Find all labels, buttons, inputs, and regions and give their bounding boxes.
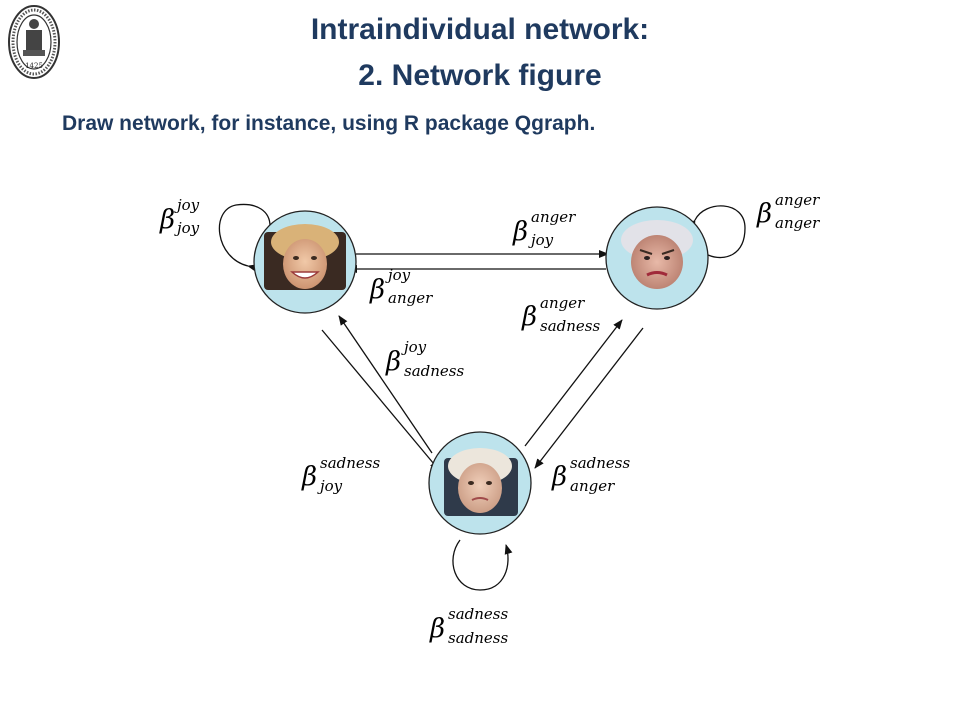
node-joy <box>253 210 357 314</box>
label-beta-joy-anger: β joy anger <box>369 266 433 307</box>
self-loop-sadness <box>452 539 513 591</box>
label-beta-anger-joy: β anger joy <box>512 208 576 249</box>
label-sup: anger <box>540 294 585 312</box>
university-seal-logo: 1425 <box>8 5 60 79</box>
beta-symbol: β <box>512 217 528 247</box>
label-beta-joy-sadness: β joy sadness <box>385 338 464 380</box>
slide-subtitle: Draw network, for instance, using R pack… <box>62 112 596 135</box>
slide-title-line1: Intraindividual network: <box>310 13 650 46</box>
beta-symbol: β <box>159 205 175 235</box>
self-loop-anger <box>687 205 746 259</box>
label-sub: joy <box>317 477 343 495</box>
label-beta-sadness-anger: β sadness anger <box>551 454 630 495</box>
smiling-woman-face-icon <box>264 224 346 290</box>
sad-woman-face-icon <box>444 448 518 516</box>
label-sup: sadness <box>448 605 508 623</box>
label-sub: anger <box>775 214 820 232</box>
edge-sadness-to-joy <box>338 315 433 454</box>
label-beta-anger-anger: β anger anger <box>756 191 820 232</box>
node-sadness <box>428 431 532 535</box>
label-beta-sadness-joy: β sadness joy <box>301 454 380 495</box>
label-beta-sadness-sadness: β sadness sadness <box>429 605 508 647</box>
label-sup: joy <box>401 338 427 356</box>
edge-anger-to-sadness <box>534 327 644 469</box>
beta-symbol: β <box>369 275 385 305</box>
label-sub: anger <box>388 289 433 307</box>
edge-sadness-to-anger <box>524 319 623 447</box>
label-sup: joy <box>385 266 411 284</box>
label-beta-joy-joy: β joy joy <box>159 196 200 237</box>
logo-year: 1425 <box>25 62 43 70</box>
slide-title-line2: 2. Network figure <box>358 59 602 92</box>
label-sub: sadness <box>448 629 508 647</box>
node-anger <box>605 206 709 310</box>
label-sup: joy <box>174 196 200 214</box>
angry-woman-face-icon <box>621 220 693 289</box>
label-sup: sadness <box>320 454 380 472</box>
beta-symbol: β <box>429 614 445 644</box>
beta-symbol: β <box>301 462 317 492</box>
beta-symbol: β <box>551 462 567 492</box>
label-sup: anger <box>531 208 576 226</box>
beta-symbol: β <box>385 347 401 377</box>
label-sup: anger <box>775 191 820 209</box>
edge-joy-to-sadness <box>321 329 440 471</box>
self-loop-joy <box>218 203 271 273</box>
label-sup: sadness <box>570 454 630 472</box>
label-sub: joy <box>528 231 554 249</box>
label-sub: joy <box>174 219 200 237</box>
label-sub: sadness <box>404 362 464 380</box>
beta-symbol: β <box>521 302 537 332</box>
label-beta-anger-sadness: β anger sadness <box>521 294 600 335</box>
label-sub: sadness <box>540 317 600 335</box>
label-sub: anger <box>570 477 615 495</box>
beta-symbol: β <box>756 199 772 229</box>
